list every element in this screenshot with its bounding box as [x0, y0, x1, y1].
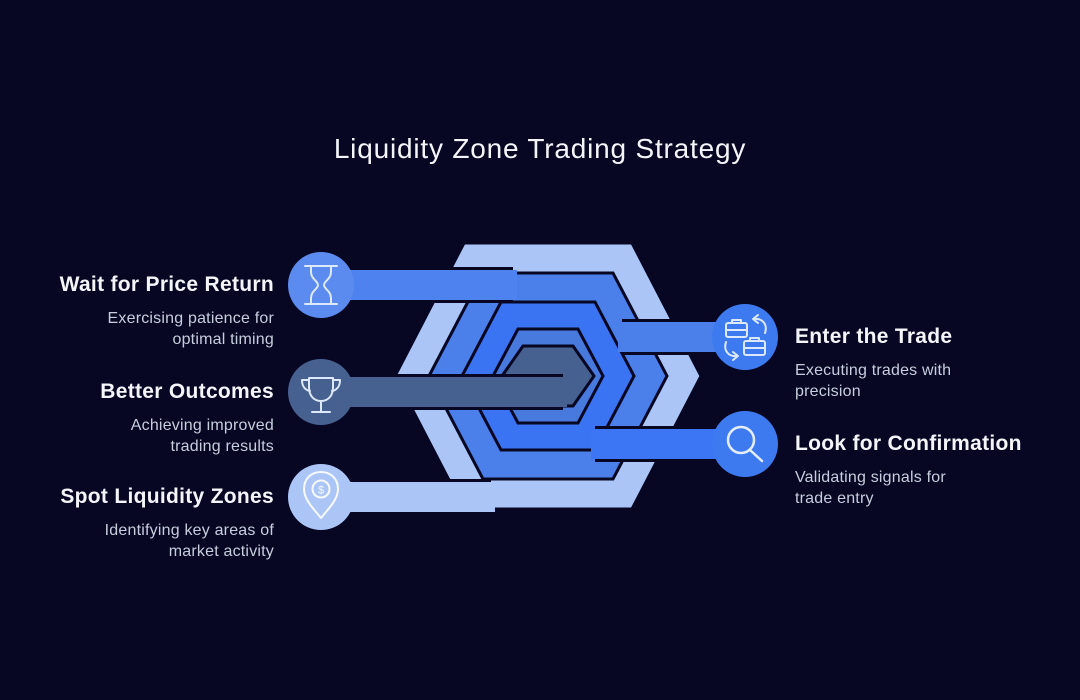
step-title: Spot Liquidity Zones [60, 485, 274, 508]
location-pin-dollar-icon: $ [303, 471, 339, 519]
magnifier-icon [726, 425, 764, 463]
pin-dollar-symbol: $ [318, 485, 324, 497]
step-description: Identifying key areas of market activity [104, 522, 274, 560]
step-description: Exercising patience for optimal timing [107, 310, 274, 348]
connector-outcomes [321, 377, 567, 407]
briefcase-swap-icon [724, 314, 767, 361]
step-title: Better Outcomes [100, 380, 274, 403]
step-wait-for-price-return: Wait for Price Return Exercising patienc… [6, 271, 274, 350]
hourglass-icon [304, 265, 338, 305]
step-title: Wait for Price Return [59, 273, 274, 296]
trophy-icon [301, 377, 341, 413]
page-title: Liquidity Zone Trading Strategy [333, 133, 747, 164]
circle-outcomes [288, 359, 354, 425]
circle-confirm [712, 411, 778, 477]
step-title: Enter the Trade [795, 325, 953, 348]
step-look-for-confirmation: Look for Confirmation Validating signals… [795, 430, 1080, 509]
step-description: Achieving improved trading results [130, 417, 274, 455]
step-description: Executing trades with precision [795, 362, 952, 400]
step-spot-liquidity-zones: Spot Liquidity Zones Identifying key are… [6, 483, 274, 562]
step-title: Look for Confirmation [795, 432, 1022, 455]
circle-wait [288, 252, 354, 318]
step-description: Validating signals for trade entry [795, 469, 946, 507]
step-enter-the-trade: Enter the Trade Executing trades with pr… [795, 323, 1080, 402]
step-better-outcomes: Better Outcomes Achieving improved tradi… [6, 378, 274, 457]
